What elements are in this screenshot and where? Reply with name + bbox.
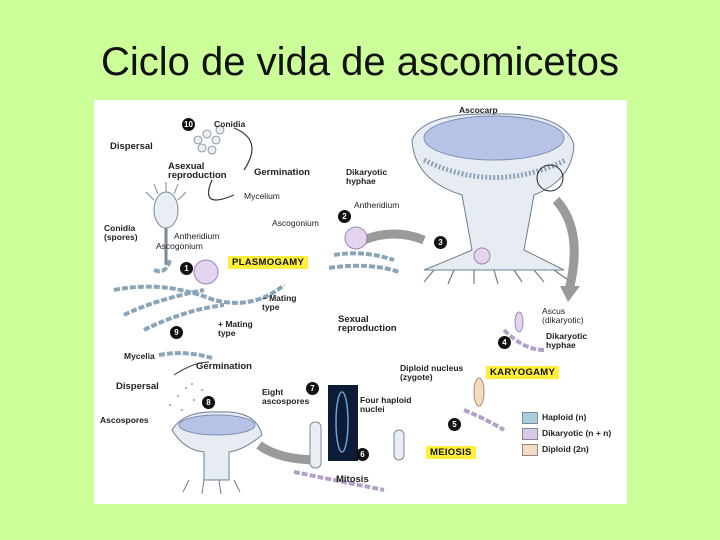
- ascogonium-left-label: Ascogonium: [156, 241, 203, 251]
- step-6-marker: 6: [356, 448, 369, 461]
- diploid-swatch: [522, 444, 538, 456]
- haploid-legend-label: Haploid (n): [542, 412, 587, 422]
- ascogonium-right: [328, 226, 400, 274]
- antheridium-right-label: Antheridium: [354, 200, 400, 210]
- dikaryotic-swatch: [522, 428, 538, 440]
- antheridium-left-label: Antheridium: [174, 231, 220, 241]
- dispersal-bottom-label: Dispersal: [116, 381, 159, 392]
- germination-bottom-label: Germination: [196, 361, 252, 372]
- dikaryotic-hyphae-bottom-label: Dikaryotic hyphae: [546, 331, 588, 350]
- dispersal-top-label: Dispersal: [110, 141, 153, 152]
- ascus-label: Ascus (dikaryotic): [542, 306, 584, 325]
- life-cycle-diagram: Ascocarp Conidia Dispersal Asexual repro…: [94, 100, 627, 504]
- meiosis-stage: MEIOSIS: [426, 446, 476, 459]
- step-3-marker: 3: [434, 236, 447, 249]
- cycle-arrow-right: [552, 196, 579, 292]
- ascogonium-left: [193, 259, 219, 285]
- germination-top-label: Germination: [254, 167, 310, 178]
- asexual-reproduction-label: Asexual reproduction: [168, 161, 227, 181]
- dikaryotic-legend-label: Dikaryotic (n + n): [542, 428, 612, 438]
- cycle-arrow-top: [362, 229, 426, 245]
- diploid-legend-label: Diploid (2n): [542, 444, 589, 454]
- conidia-cluster: [193, 125, 225, 155]
- ascogonium-right-label: Ascogonium: [272, 218, 319, 228]
- step-7-marker: 7: [306, 382, 319, 395]
- step-9-marker: 9: [170, 326, 183, 339]
- step-2-marker: 2: [338, 210, 351, 223]
- minus-mating-type-label: – Mating type: [262, 293, 297, 312]
- diploid-nucleus-label: Diploid nucleus (zygote): [400, 363, 464, 382]
- left-hyphae: [113, 259, 286, 332]
- conidiophore: [145, 182, 187, 265]
- dikaryotic-hyphae-top-label: Dikaryotic hyphae: [346, 167, 388, 186]
- eight-ascospores-label: Eight ascospores: [262, 387, 310, 406]
- haploid-swatch: [522, 412, 538, 424]
- mycelia-label: Mycelia: [124, 351, 155, 361]
- mycelium-label: Mycelium: [244, 191, 280, 201]
- small-ascocarp: [171, 411, 263, 495]
- step-5-marker: 5: [448, 418, 461, 431]
- slide-title: Ciclo de vida de ascomicetos: [100, 40, 620, 84]
- karyogamy-stage: KARYOGAMY: [486, 366, 560, 379]
- ascocarp-label: Ascocarp: [459, 105, 498, 115]
- sexual-reproduction-label: Sexual reproduction: [338, 314, 397, 334]
- diagram-artwork: [113, 113, 580, 495]
- plus-mating-type-label: + Mating type: [218, 319, 253, 338]
- conidia-label: Conidia: [214, 119, 246, 129]
- mitosis-label: Mitosis: [336, 474, 369, 485]
- step-10-marker: 10: [182, 118, 195, 131]
- step-1-marker: 1: [180, 262, 193, 275]
- ascospore-micrograph: [328, 385, 358, 461]
- ascocarp-illustration: [411, 113, 575, 285]
- step-4-marker: 4: [498, 336, 511, 349]
- four-haploid-nuclei-label: Four haploid nuclei: [360, 395, 412, 414]
- conidia-spores-label: Conidia (spores): [104, 223, 138, 242]
- step-8-marker: 8: [202, 396, 215, 409]
- plasmogamy-stage: PLASMOGAMY: [228, 256, 309, 269]
- ascospores-label: Ascospores: [100, 415, 149, 425]
